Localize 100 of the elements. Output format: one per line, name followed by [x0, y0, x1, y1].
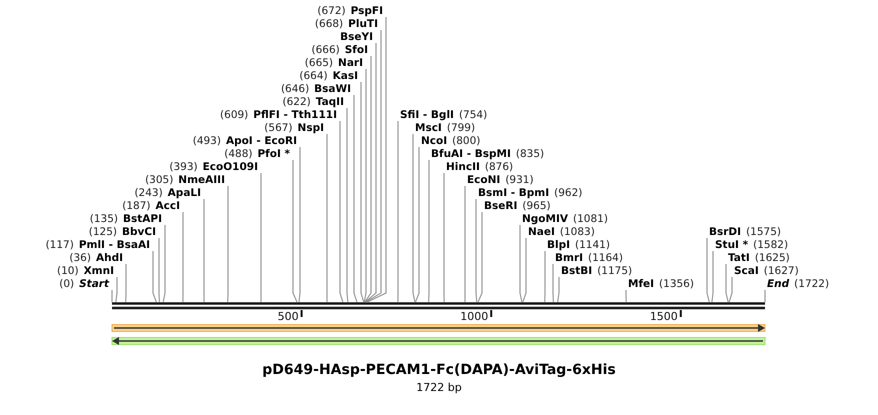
enzyme-name: NmeAIII: [178, 174, 225, 186]
site-position: (666): [312, 44, 340, 56]
site-position: (1164): [588, 252, 623, 264]
site-position: (393): [169, 161, 198, 173]
site-position: (965): [522, 200, 551, 212]
leader-line: [346, 108, 348, 303]
enzyme-name: NaeI: [528, 226, 555, 238]
leader-line: [557, 276, 560, 303]
enzyme-name: BsmI - BpmI: [478, 187, 550, 199]
leader-line: [162, 224, 166, 303]
leader-line: [464, 186, 466, 303]
enzyme-name: XmnI: [84, 265, 114, 277]
enzyme-name: PspFI: [350, 5, 383, 17]
enzyme-name: ApoI - EcoRI: [226, 135, 297, 147]
enzyme-name: NgoMIV: [522, 213, 568, 225]
site-position: (876): [484, 161, 514, 173]
enzyme-name: PmlI - BsaAI: [78, 239, 150, 251]
enzyme-name: PfoI *: [257, 148, 290, 160]
leader-line: [544, 250, 546, 303]
site-position: (0): [59, 278, 74, 290]
enzyme-name: PflFI - Tth111I: [253, 109, 337, 121]
enzyme-name: EcoNI: [467, 174, 500, 186]
leader-line: [364, 42, 376, 303]
enzyme-name: BmrI: [555, 252, 584, 264]
enzyme-name: NspI: [298, 122, 324, 134]
leader-line: [364, 68, 366, 303]
site-position: (1575): [746, 226, 781, 238]
leader-line: [414, 146, 420, 303]
enzyme-name: KasI: [332, 70, 358, 82]
site-position: (754): [458, 109, 488, 121]
scale-label: 500: [278, 311, 299, 323]
leader-line: [626, 290, 627, 303]
leader-line: [125, 264, 126, 303]
enzyme-name: BsaWI: [314, 83, 351, 95]
leader-line: [412, 134, 416, 303]
site-position: (835): [516, 148, 544, 160]
leader-line: [354, 94, 358, 303]
sequence-length: 1722 bp: [416, 381, 462, 394]
site-position: (1081): [573, 213, 608, 225]
site-position: (135): [90, 213, 118, 225]
site-position: (664): [299, 70, 328, 82]
site-position: (962): [554, 187, 582, 199]
site-position: (567): [264, 122, 293, 134]
leader-line: [115, 276, 118, 303]
leader-line: [726, 264, 729, 303]
leader-line: [152, 250, 157, 303]
site-position: (622): [282, 96, 311, 108]
enzyme-name: BstAPI: [122, 213, 162, 225]
leader-line: [298, 146, 300, 303]
enzyme-name: AccI: [156, 200, 180, 212]
site-position: (799): [446, 122, 476, 134]
enzyme-name: BseYI: [340, 31, 373, 43]
leader-line: [522, 238, 526, 303]
site-position: (800): [452, 135, 480, 147]
enzyme-name: TaqII: [316, 96, 344, 108]
leader-line: [397, 120, 398, 303]
site-position: (1627): [764, 265, 799, 277]
dna-backbone: [112, 302, 765, 310]
leader-line: [444, 172, 445, 303]
enzyme-name: EcoO109I: [202, 161, 258, 173]
site-position: (646): [280, 83, 310, 95]
leader-line: [728, 276, 732, 303]
map-end-label: End: [767, 278, 790, 290]
enzyme-name: AhdI: [96, 252, 123, 264]
site-position: (243): [134, 187, 163, 199]
site-position: (1141): [575, 239, 610, 251]
leader-line: [428, 160, 430, 303]
enzyme-name: SfoI: [344, 44, 368, 56]
site-position: (187): [122, 200, 151, 212]
site-position: (931): [505, 174, 534, 186]
site-position: (125): [88, 226, 118, 238]
enzyme-name: BstBI: [561, 265, 592, 277]
enzyme-name: PluTI: [348, 18, 378, 30]
enzyme-name: SfiI - BglI: [400, 109, 454, 121]
leader-line: [158, 238, 160, 303]
leader-line: [711, 250, 714, 303]
leader-line: [477, 212, 482, 303]
leader-line: [360, 82, 364, 303]
site-position: (672): [317, 5, 346, 17]
enzyme-name: BlpI: [547, 239, 570, 251]
leader-line: [227, 186, 228, 303]
enzyme-name: BseRI: [484, 200, 518, 212]
leader-line: [764, 290, 766, 303]
enzyme-name: BsrDI: [709, 226, 742, 238]
leader-line: [706, 238, 710, 303]
site-position: (36): [69, 252, 91, 264]
map-title: pD649-HAsp-PECAM1-Fc(DAPA)-AviTag-6xHis: [262, 362, 616, 379]
enzyme-name: NarI: [338, 57, 363, 69]
site-position: (305): [145, 174, 174, 186]
leader-line: [182, 212, 184, 303]
leader-line: [364, 30, 382, 303]
site-position: (1083): [560, 226, 595, 238]
site-position: (1356): [659, 278, 694, 290]
site-position: (488): [224, 148, 252, 160]
enzyme-name: ApaLI: [168, 187, 201, 199]
enzyme-name: BbvCI: [122, 226, 156, 238]
leader-line: [476, 198, 478, 303]
enzyme-name: BfuAI - BspMI: [431, 148, 511, 160]
site-position: (609): [220, 109, 248, 121]
leader-line: [520, 224, 522, 303]
